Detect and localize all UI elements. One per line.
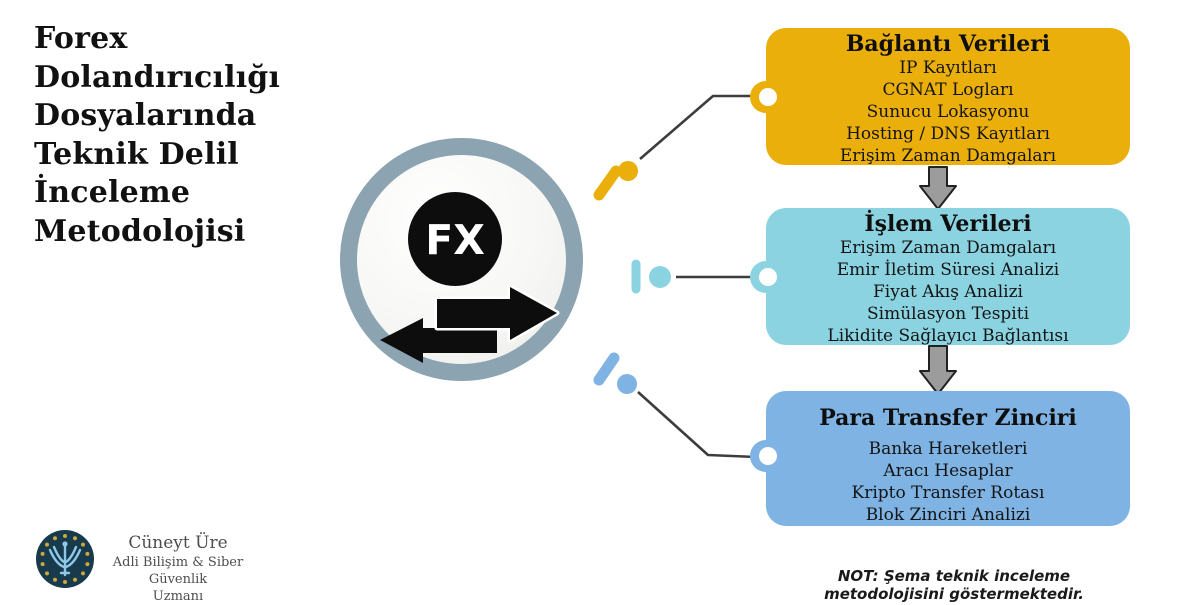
page-title-line: Metodolojisi [34,213,246,249]
accent-dash-gold [593,165,622,201]
flow-arrow-icon [919,345,957,395]
page-title-line: İnceleme [34,175,191,210]
box-item: Erişim Zaman Damgaları [839,146,1057,166]
box-item: Fiyat Akış Analizi [873,282,1023,302]
box-item: Aracı Hesaplar [883,461,1013,481]
footnote: NOT: Şema teknik inceleme metodolojisini… [824,567,1084,603]
box-item: Likidite Sağlayıcı Bağlantısı [827,326,1069,346]
page-title-line: Teknik Delil [34,136,239,172]
page-title-line: Dolandırıcılığı [34,59,281,95]
box-item: Simülasyon Tespiti [866,304,1030,324]
box-item: Erişim Zaman Damgaları [839,238,1057,258]
box-item: Hosting / DNS Kayıtları [846,124,1050,144]
page-title-line: Dosyalarında [34,98,257,133]
box-item: Kripto Transfer Rotası [851,483,1045,503]
logo-figure [48,541,82,577]
box-item: Banka Hareketleri [868,439,1028,459]
fx-label: FX [425,216,485,264]
fx-hub-circle: FX [340,138,583,381]
connector-line-top [639,94,756,160]
page-title-line: Forex [34,21,128,56]
box-item: CGNAT Logları [882,80,1014,100]
accent-dot-gold [618,161,638,181]
box-title: Bağlantı Verileri [845,31,1051,57]
flow-arrow-icon [919,166,957,210]
author-role-line1: Adli Bilişim & Siber Güvenlik [112,555,244,587]
box-item: Sunucu Lokasyonu [866,102,1030,122]
logo-emblem-icon [35,529,95,589]
box-item: Emir İletim Süresi Analizi [836,260,1060,280]
connector-tab [750,440,782,472]
connector-line-bottom [637,391,757,459]
author-name: Cüneyt Üre [128,533,228,553]
accent-dot-cyan [649,266,671,288]
box-title: İşlem Verileri [864,211,1032,237]
box-item: Blok Zinciri Analizi [865,505,1031,525]
accent-dot-blue [617,374,637,394]
accent-dash-blue [593,352,620,386]
brand-text: Cüneyt Üre Adli Bilişim & Siber Güvenlik… [88,532,268,605]
author-role-line2: Uzmanı [152,589,204,604]
box-item: IP Kayıtları [899,58,997,78]
fx-emblem-icon: FX [408,192,502,286]
logo-stars [40,534,90,584]
connector-tab [750,261,782,293]
box-title: Para Transfer Zinciri [819,405,1077,431]
connector-tab [750,81,782,113]
exchange-arrows-icon [380,284,560,363]
